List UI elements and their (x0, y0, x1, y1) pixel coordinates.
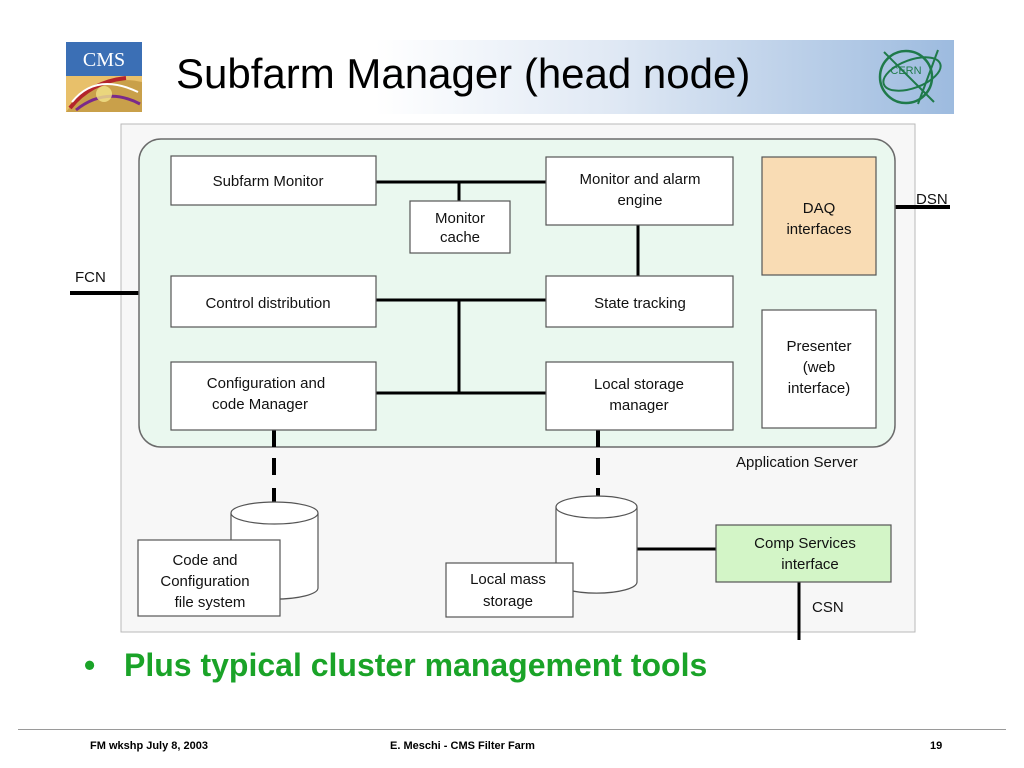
monitor-cache-label-line1: Monitor (435, 210, 485, 227)
monitor-alarm-label-line2: engine (617, 192, 662, 209)
architecture-diagram: Subfarm Monitor Monitor and alarm engine… (66, 120, 956, 640)
code-fs-label-line2: Configuration (160, 573, 249, 590)
internal-connectors (376, 180, 640, 395)
presenter-label-line2: (web (803, 359, 836, 376)
mass-storage-cylinder (555, 495, 638, 594)
page-number: 19 (930, 740, 943, 752)
comp-services-label-line2: interface (781, 556, 839, 573)
config-manager-label-line1: Configuration and (207, 375, 325, 392)
application-server-label: Application Server (736, 454, 858, 471)
footer-divider (18, 729, 1006, 730)
configuration-manager-box: Configuration and code Manager (170, 361, 377, 431)
cern-logo: CERN (874, 44, 950, 110)
cms-logo-text: CMS (83, 49, 125, 71)
footer-left: FM wkshp July 8, 2003 (90, 740, 208, 752)
control-distribution-label: Control distribution (205, 295, 330, 312)
fcn-label: FCN (75, 269, 106, 286)
presenter-label-line1: Presenter (786, 338, 851, 355)
cms-logo: CMS (66, 42, 142, 112)
local-mass-label-line2: storage (483, 593, 533, 610)
local-storage-label-line2: manager (609, 397, 668, 414)
monitor-alarm-engine-box: Monitor and alarm engine (545, 156, 734, 226)
bullet-dot: • (84, 647, 96, 683)
monitor-cache-box: Monitor cache (409, 200, 511, 254)
code-configuration-fs-box: Code and Configuration file system (137, 539, 281, 617)
config-manager-label-line2: code Manager (212, 396, 308, 413)
daq-label-line1: DAQ (803, 200, 836, 217)
local-storage-label-line1: Local storage (594, 376, 684, 393)
local-mass-label-line1: Local mass (470, 571, 546, 588)
local-mass-storage-box: Local mass storage (445, 562, 574, 618)
state-tracking-box: State tracking (545, 275, 734, 328)
control-distribution-box: Control distribution (170, 275, 377, 328)
comp-services-interface-box: Comp Services interface (715, 524, 892, 583)
csn-label: CSN (812, 599, 844, 616)
code-fs-label-line1: Code and (172, 552, 237, 569)
daq-interfaces-box: DAQ interfaces (761, 156, 877, 276)
subfarm-monitor-label: Subfarm Monitor (213, 173, 324, 190)
cern-logo-text: CERN (890, 65, 921, 77)
daq-label-line2: interfaces (786, 221, 851, 238)
local-storage-manager-box: Local storage manager (545, 361, 734, 431)
presenter-label-line3: interface) (788, 380, 851, 397)
code-fs-label-line3: file system (175, 594, 246, 611)
dsn-label: DSN (916, 191, 948, 208)
title-banner (150, 40, 954, 114)
monitor-alarm-label-line1: Monitor and alarm (580, 171, 701, 188)
bullet-item: • Plus typical cluster management tools (84, 640, 707, 690)
slide-title: Subfarm Manager (head node) (176, 50, 751, 97)
footer-center: E. Meschi - CMS Filter Farm (390, 740, 535, 752)
state-tracking-label: State tracking (594, 295, 686, 312)
presenter-box: Presenter (web interface) (761, 309, 877, 429)
bullet-text: Plus typical cluster management tools (124, 647, 708, 683)
subfarm-monitor-box: Subfarm Monitor (170, 155, 377, 206)
comp-services-label-line1: Comp Services (754, 535, 856, 552)
monitor-cache-label-line2: cache (440, 229, 480, 246)
